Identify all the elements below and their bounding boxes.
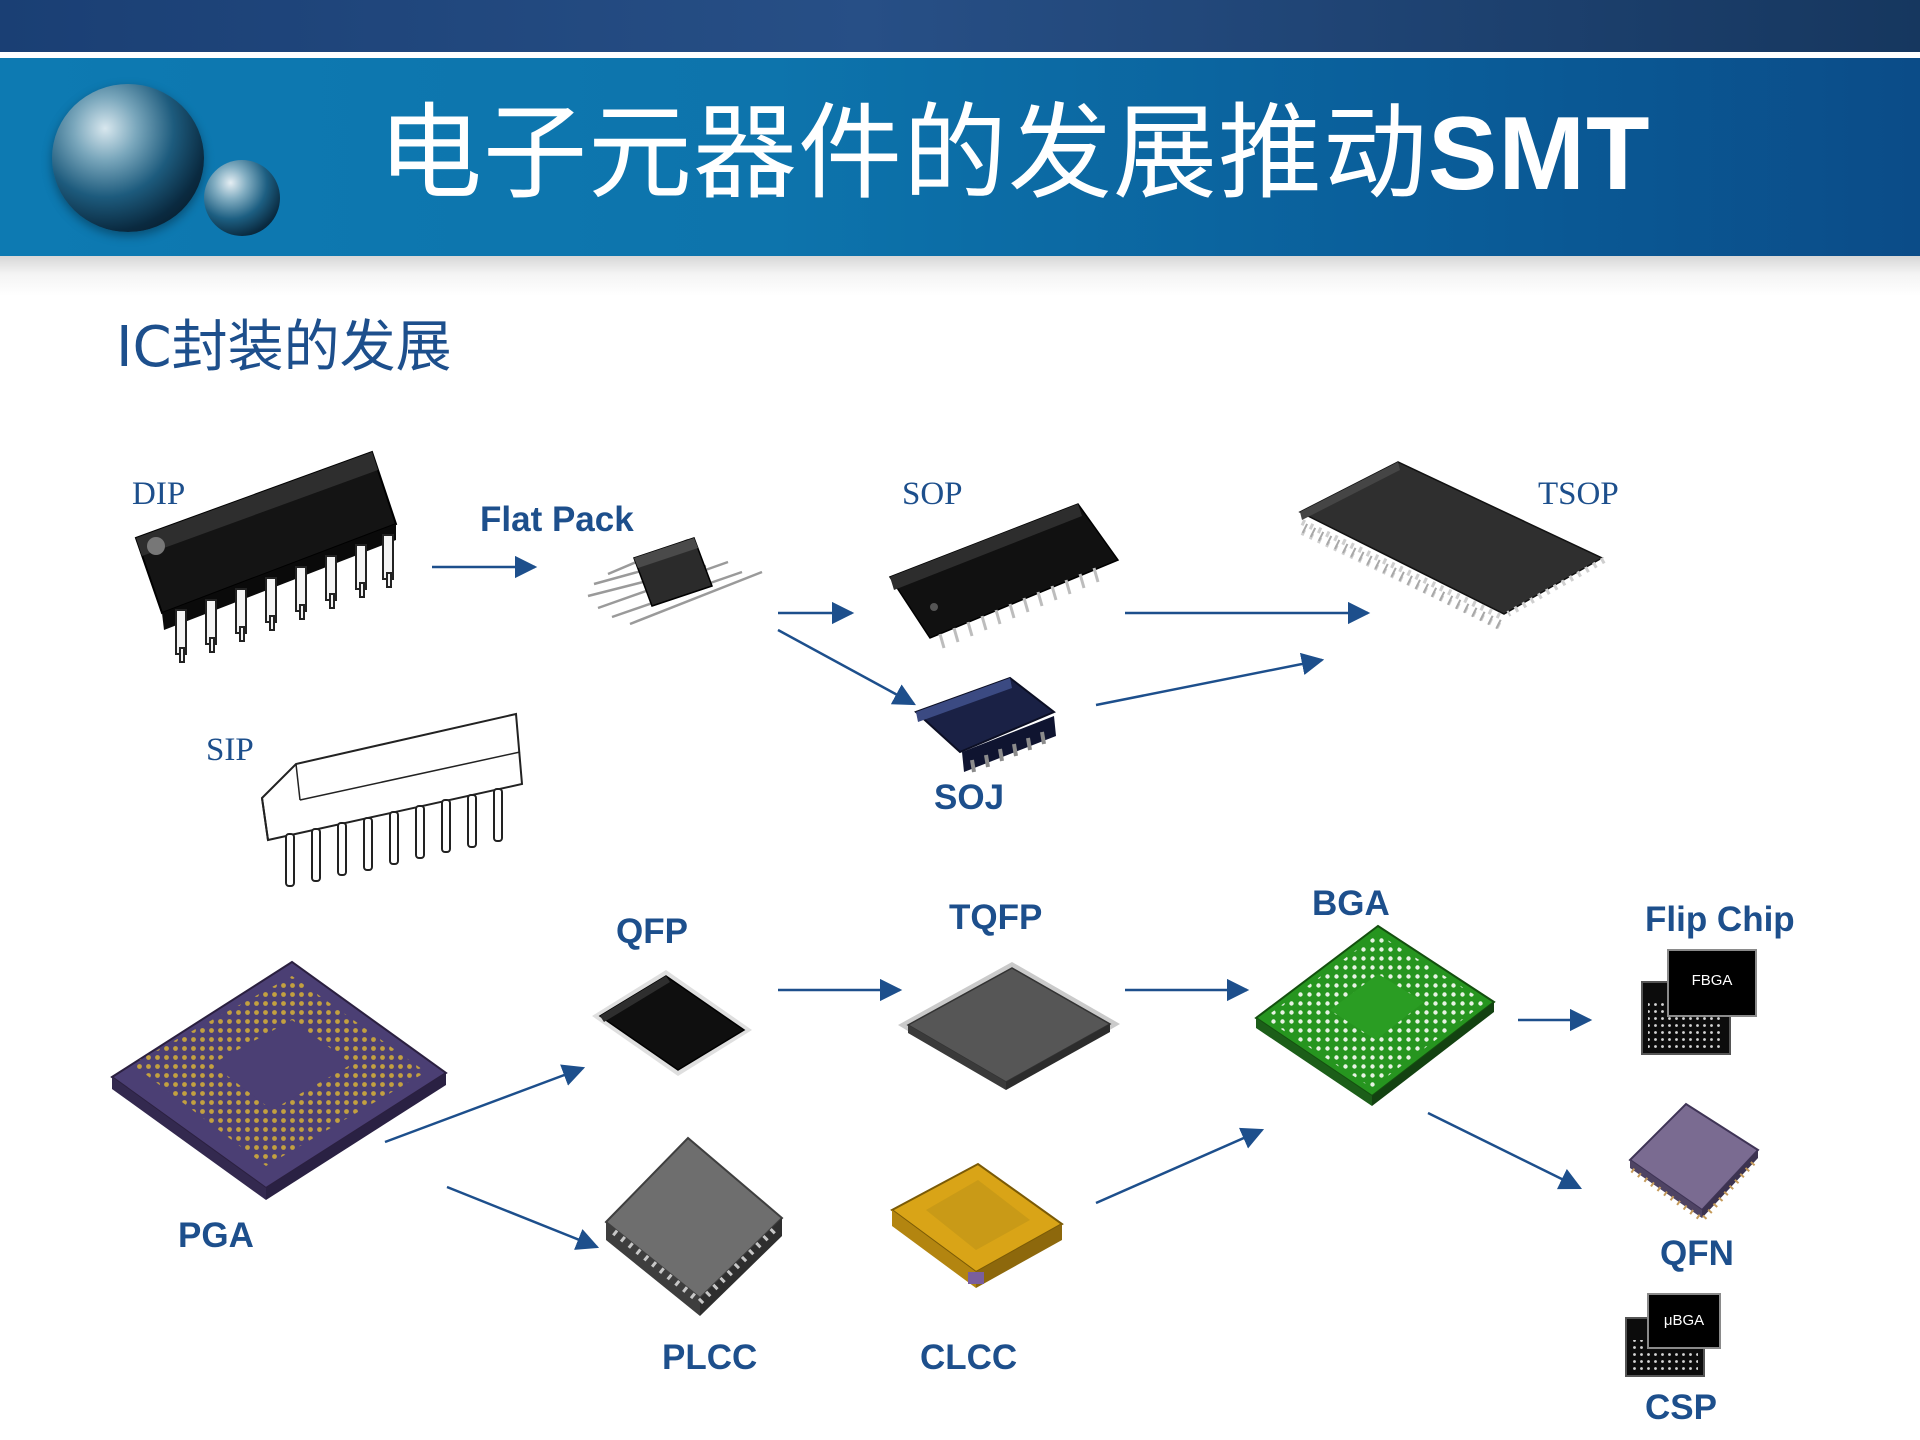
label-soj: SOJ [934, 778, 1005, 817]
label-flat-pack: Flat Pack [480, 500, 634, 539]
large-sphere-logo [52, 84, 204, 232]
header-divider [0, 52, 1920, 58]
label-sip: SIP [206, 732, 254, 768]
dip-package-icon [134, 450, 398, 663]
sip-package-icon [260, 712, 524, 887]
flip-chip-icon: FBGA [1641, 949, 1757, 1055]
title-band [0, 58, 1920, 256]
arrow-pga-to-qfp [384, 1064, 586, 1144]
label-plcc: PLCC [662, 1338, 758, 1377]
title-suffix: SMT [1428, 96, 1651, 212]
label-tqfp: TQFP [949, 898, 1043, 937]
label-dip: DIP [132, 476, 186, 512]
label-bga: BGA [1312, 884, 1390, 923]
soj-package-icon [914, 676, 1056, 773]
tsop-package-icon [1298, 461, 1606, 631]
section-subtitle: IC封装的发展 [116, 315, 452, 380]
label-pga: PGA [178, 1216, 254, 1255]
sop-package-icon [888, 503, 1120, 649]
qfp-package-icon [592, 970, 752, 1076]
label-csp: CSP [1645, 1388, 1717, 1427]
label-sop: SOP [902, 476, 963, 512]
label-qfn: QFN [1660, 1234, 1734, 1273]
bga-package-icon [1254, 924, 1496, 1106]
arrow-bga-to-qfn [1427, 1111, 1583, 1190]
pga-package-icon [110, 960, 448, 1200]
tqfp-package-icon [898, 962, 1120, 1090]
qfn-package-icon [1628, 1102, 1760, 1221]
arrow-soj-to-tsop [1095, 652, 1325, 707]
label-qfp: QFP [616, 912, 688, 951]
flow-arrows [384, 555, 1593, 1250]
clcc-package-icon [890, 1162, 1064, 1288]
plcc-package-icon [604, 1136, 784, 1316]
ubga-mark: μBGA [1664, 1312, 1704, 1329]
fbga-mark: FBGA [1692, 972, 1733, 989]
slide-title: 电子元器件的发展推动SMT [378, 88, 1651, 219]
arrow-clcc-to-bga [1095, 1127, 1265, 1205]
header-bar [0, 0, 1920, 52]
csp-package-icon: μBGA [1625, 1293, 1721, 1377]
arrow-pga-to-plcc [446, 1185, 600, 1250]
flat-pack-icon [587, 537, 763, 626]
arrow-flatpack-to-soj [777, 628, 916, 706]
label-tsop: TSOP [1538, 476, 1619, 512]
title-main: 电子元器件的发展推动 [378, 92, 1429, 214]
title-band-shadow [0, 256, 1920, 296]
label-flip-chip: Flip Chip [1645, 900, 1795, 939]
label-clcc: CLCC [920, 1338, 1018, 1377]
small-sphere-logo [204, 160, 280, 236]
